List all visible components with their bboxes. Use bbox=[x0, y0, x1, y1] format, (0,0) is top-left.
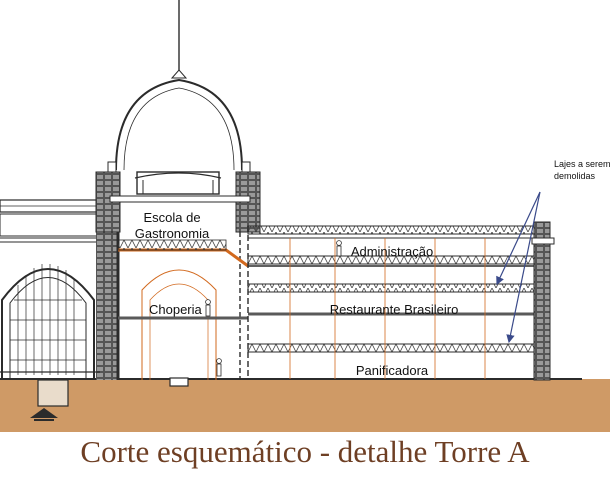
dome bbox=[107, 0, 251, 195]
lajes-arrows bbox=[496, 191, 541, 344]
label-panificadora: Panificadora bbox=[356, 363, 429, 378]
label-choperia: Choperia bbox=[149, 302, 203, 317]
label-escola-line1: Escola de bbox=[143, 210, 200, 225]
label-lajes-line1: Lajes a serem bbox=[554, 159, 610, 169]
label-escola-line2: Gastronomia bbox=[135, 226, 210, 241]
left-building bbox=[0, 199, 118, 380]
tower-slabs bbox=[117, 239, 249, 320]
label-administracao: Administração bbox=[351, 244, 433, 259]
tower bbox=[95, 171, 261, 380]
human-figures bbox=[205, 240, 342, 377]
label-lajes-line2: demolidas bbox=[554, 171, 596, 181]
label-restaurante: Restaurante Brasileiro bbox=[330, 302, 459, 317]
ground bbox=[0, 377, 610, 432]
annex bbox=[247, 221, 555, 381]
drawing-title: Corte esquemático - detalhe Torre A bbox=[80, 434, 530, 469]
